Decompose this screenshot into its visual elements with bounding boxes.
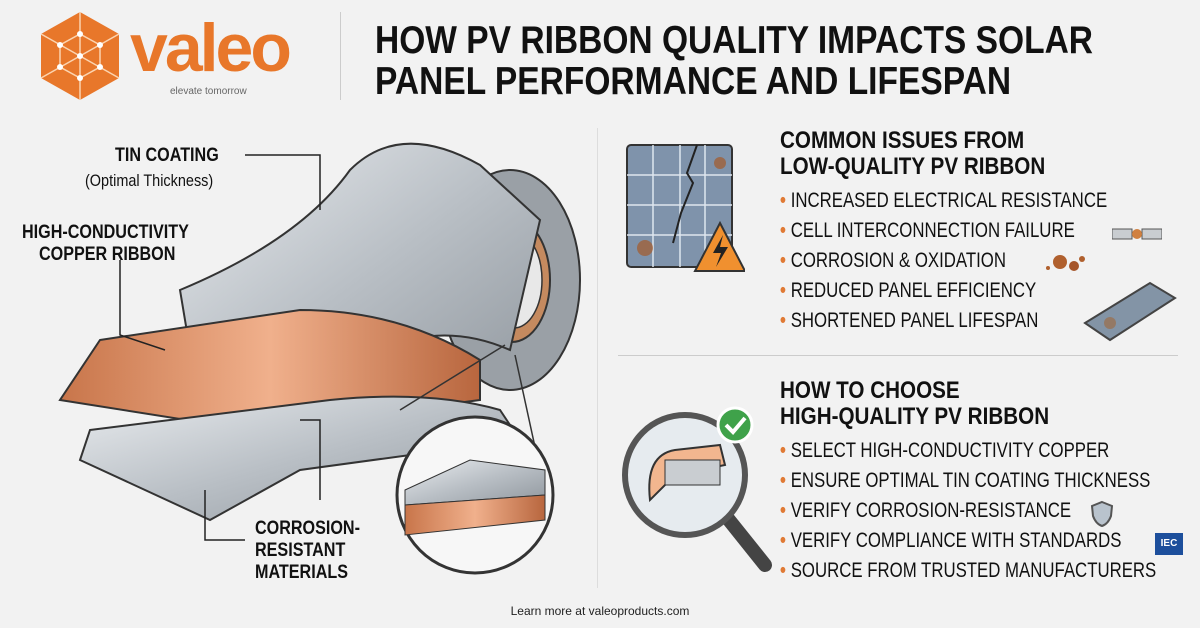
issues-heading-line-1: COMMON ISSUES FROM — [780, 127, 1025, 154]
choose-item: •SELECT HIGH-CONDUCTIVITY COPPER — [780, 439, 1110, 462]
choose-list: •SELECT HIGH-CONDUCTIVITY COPPER •ENSURE… — [780, 436, 1156, 586]
title-line-1: HOW PV RIBBON QUALITY IMPACTS SOLAR — [375, 19, 1094, 62]
label-corrosion-line-2: RESISTANT — [255, 540, 346, 561]
magnifier-check-icon — [622, 406, 772, 572]
choose-heading-line-2: HIGH-QUALITY PV RIBBON — [780, 403, 1050, 430]
shield-icon — [1090, 500, 1114, 528]
label-copper-line-2: COPPER RIBBON — [39, 244, 176, 265]
choose-item: •SOURCE FROM TRUSTED MANUFACTURERS — [780, 559, 1157, 582]
label-corrosion-resistant: CORROSION- RESISTANT MATERIALS — [255, 518, 360, 584]
dirty-panel-icon — [1083, 281, 1177, 342]
column-divider — [597, 128, 598, 588]
issues-heading: COMMON ISSUES FROM LOW-QUALITY PV RIBBON — [780, 128, 1045, 180]
title-line-2: PANEL PERFORMANCE AND LIFESPAN — [375, 60, 1012, 103]
label-tin-note: (Optimal Thickness) — [85, 171, 214, 190]
label-tin-coating: TIN COATING — [115, 145, 219, 166]
choose-heading: HOW TO CHOOSE HIGH-QUALITY PV RIBBON — [780, 378, 1049, 430]
rust-spots-icon — [1046, 255, 1085, 271]
section-divider — [618, 355, 1178, 356]
issue-item: •INCREASED ELECTRICAL RESISTANCE — [780, 189, 1108, 212]
issue-item: •REDUCED PANEL EFFICIENCY — [780, 279, 1037, 302]
brand-name: valeo — [130, 10, 292, 86]
issue-item: •CORROSION & OXIDATION — [780, 249, 1006, 272]
issue-item: •CELL INTERCONNECTION FAILURE — [780, 219, 1075, 242]
cracked-solar-panel-icon — [626, 144, 745, 272]
valeo-hex-logo — [40, 12, 120, 100]
issues-list: •INCREASED ELECTRICAL RESISTANCE •CELL I… — [780, 186, 1107, 336]
label-corrosion-line-3: MATERIALS — [255, 562, 349, 583]
label-copper-ribbon: HIGH-CONDUCTIVITY COPPER RIBBON — [22, 222, 189, 266]
label-copper-line-1: HIGH-CONDUCTIVITY — [22, 222, 189, 243]
header-divider — [340, 12, 341, 100]
label-corrosion-line-1: CORROSION- — [255, 518, 360, 539]
ribbon-illustration — [58, 142, 581, 575]
choose-item: •VERIFY COMPLIANCE WITH STANDARDS — [780, 529, 1122, 552]
iec-badge-icon: IEC — [1155, 533, 1183, 555]
choose-heading-line-1: HOW TO CHOOSE — [780, 377, 960, 404]
issues-heading-line-2: LOW-QUALITY PV RIBBON — [780, 153, 1046, 180]
footer-link[interactable]: Learn more at valeoproducts.com — [510, 604, 690, 618]
choose-item: •ENSURE OPTIMAL TIN COATING THICKNESS — [780, 469, 1151, 492]
brand-tagline: elevate tomorrow — [170, 86, 247, 97]
broken-ribbon-icon — [1112, 228, 1162, 240]
page-title: HOW PV RIBBON QUALITY IMPACTS SOLAR PANE… — [375, 20, 1093, 102]
issue-item: •SHORTENED PANEL LIFESPAN — [780, 309, 1039, 332]
choose-item: •VERIFY CORROSION-RESISTANCE — [780, 499, 1072, 522]
